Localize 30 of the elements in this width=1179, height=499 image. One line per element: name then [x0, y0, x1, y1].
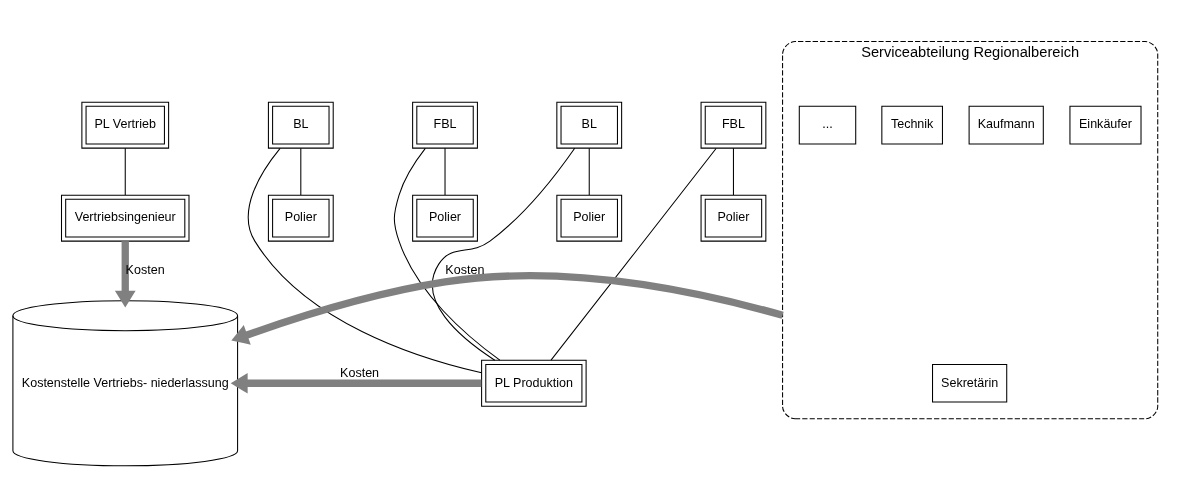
connector — [124, 147, 126, 196]
edge-label: Kosten — [445, 263, 485, 278]
arrow — [231, 272, 784, 345]
node-box: BL — [556, 101, 623, 149]
node-box: ... — [798, 105, 857, 145]
node-box: Polier — [267, 194, 334, 242]
connector — [588, 147, 590, 196]
node-box: Polier — [700, 194, 767, 242]
node-box: Polier — [412, 194, 478, 242]
node-box: Sekretärin — [932, 363, 1008, 403]
arrow — [230, 372, 482, 394]
node-box: Kaufmann — [968, 105, 1044, 145]
connector — [431, 147, 576, 361]
node-box: BL — [267, 101, 334, 149]
node-box: FBL — [412, 101, 478, 149]
connector — [444, 147, 446, 196]
connector — [393, 147, 501, 361]
node-box: Vertriebsingenieur — [60, 194, 190, 242]
node-box: FBL — [700, 101, 767, 149]
node-box: Einkäufer — [1069, 105, 1142, 145]
connector — [300, 147, 302, 196]
connector — [247, 147, 483, 374]
node-box: Polier — [556, 194, 623, 242]
connector — [550, 147, 717, 361]
node-box: PL Produktion — [481, 359, 587, 407]
node-box: PL Vertrieb — [81, 101, 170, 149]
edge-label: Kosten — [125, 263, 165, 278]
node-box: Technik — [881, 105, 943, 145]
connector — [732, 147, 734, 196]
edge-label: Kosten — [340, 365, 380, 380]
